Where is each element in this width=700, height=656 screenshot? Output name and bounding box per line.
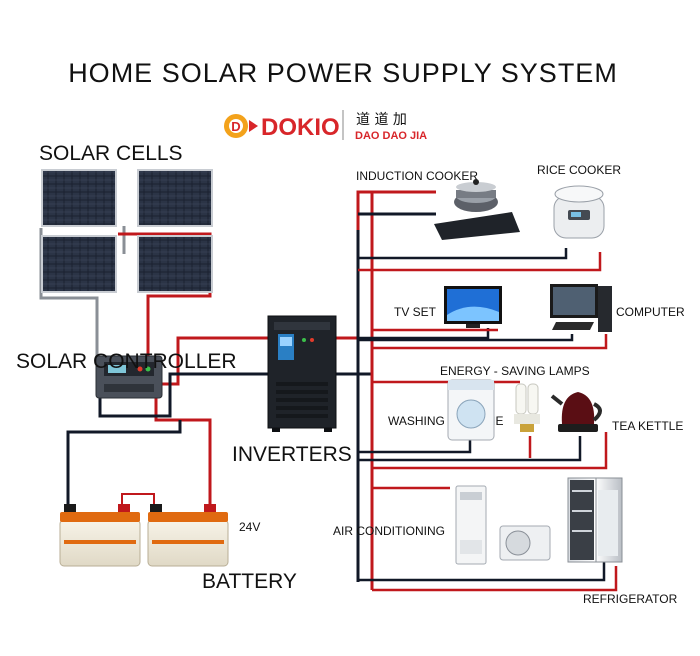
brand-pinyin: DAO DAO JIA [355, 130, 427, 142]
page-title: HOME SOLAR POWER SUPPLY SYSTEM [68, 58, 618, 88]
inverter [267, 315, 337, 432]
induction-cooker-icon [434, 179, 520, 240]
tv-icon [444, 286, 502, 328]
induction-cooker-label: INDUCTION COOKER [356, 169, 478, 183]
solar-panel [41, 169, 117, 227]
brand-name: DOKIO [261, 114, 340, 141]
brand-logo: D DOKIO 道 道 加 DAO DAO JIA [224, 110, 427, 142]
inverters-label: INVERTERS [232, 443, 352, 466]
air-conditioner-icon [455, 485, 551, 565]
solar-panel [137, 235, 213, 293]
air-conditioning-label: AIR CONDITIONING [333, 524, 445, 538]
batteries [59, 504, 229, 567]
rice-cooker-label: RICE COOKER [537, 163, 621, 177]
voltage-label: 24V [239, 520, 260, 534]
refrigerator-label: REFRIGERATOR [583, 592, 678, 606]
solar-controller [95, 355, 163, 399]
rice-cooker-icon [553, 185, 605, 239]
tea-kettle-label: TEA KETTLE [612, 419, 683, 433]
lamp-icon [514, 383, 540, 432]
tea-kettle-icon [550, 392, 602, 432]
solar-panels [41, 169, 213, 293]
energy-saving-lamps-label: ENERGY - SAVING LAMPS [440, 364, 590, 378]
solar-controller-label: SOLAR CONTROLLER [16, 350, 237, 373]
solar-panel [137, 169, 213, 227]
battery-unit [59, 504, 141, 567]
wiring [39, 190, 618, 592]
refrigerator-icon [567, 477, 623, 563]
computer-icon [550, 284, 612, 332]
solar-panel [41, 235, 117, 293]
solar-cells-label: SOLAR CELLS [39, 142, 183, 165]
battery-label: BATTERY [202, 570, 297, 593]
svg-text:D: D [231, 119, 240, 134]
computer-label: COMPUTER [616, 305, 685, 319]
battery-unit [147, 504, 229, 567]
tv-set-label: TV SET [394, 305, 437, 319]
brand-chinese: 道 道 加 [356, 112, 407, 128]
washing-machine-icon [447, 379, 495, 441]
